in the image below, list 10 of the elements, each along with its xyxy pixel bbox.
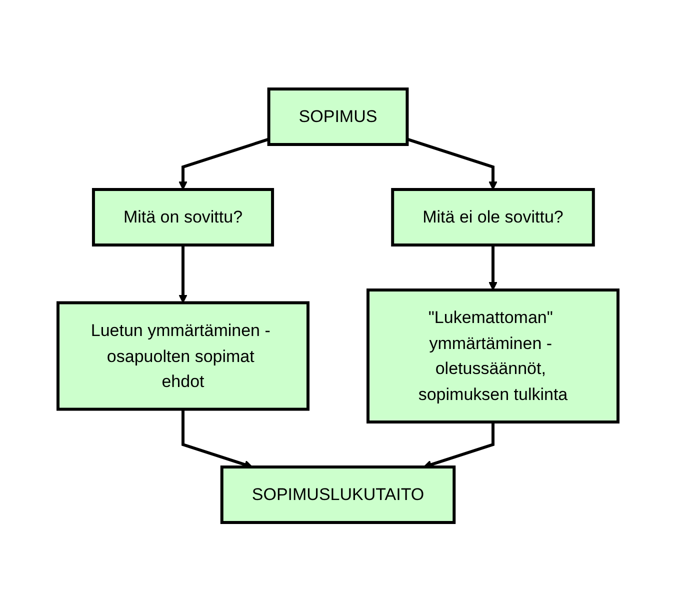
node-box: Mitä on sovittu? (92, 188, 274, 247)
node-box: SOPIMUSLUKUTAITO (220, 466, 456, 524)
arrow (178, 245, 188, 304)
node-box: Mitä ei ole sovittu? (391, 188, 595, 247)
node-box: "Lukemattoman" ymmärtäminen - oletussäännöt, sopimuksen tulkinta (366, 288, 620, 424)
arrow (406, 138, 498, 190)
node-box: Luetun ymmärtäminen - osapuolten sopimat ehdot (56, 302, 310, 411)
node-box: SOPIMUS (267, 88, 409, 146)
arrow (488, 245, 498, 291)
arrow (178, 138, 270, 190)
